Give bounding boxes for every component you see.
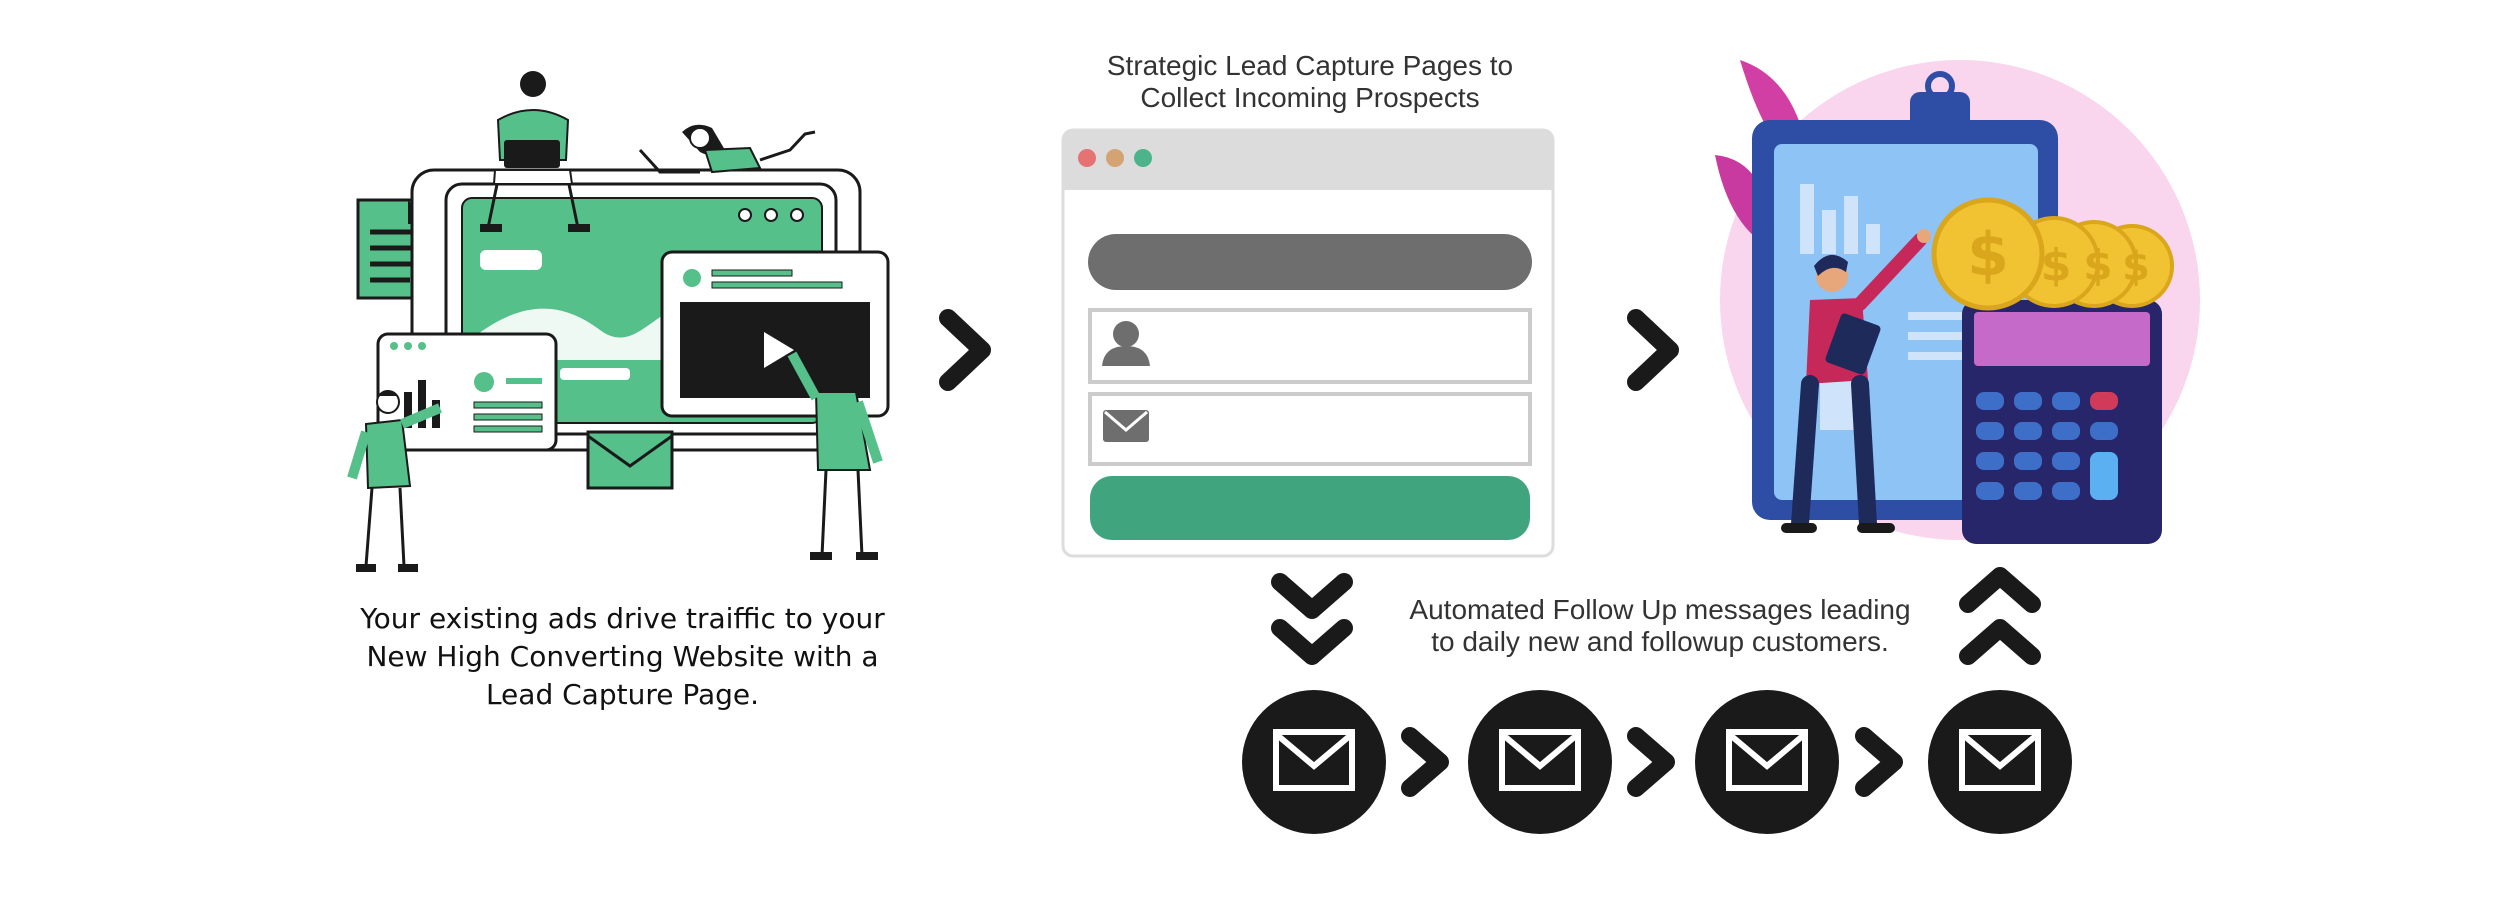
calculator-icon [1962, 300, 2162, 544]
results-illustration: $ $ $ $ [1715, 60, 2200, 544]
browser-bar [1063, 130, 1553, 190]
person-lying [638, 124, 816, 174]
email-field[interactable] [1088, 392, 1532, 466]
website-illustration [347, 71, 890, 572]
businessman [1781, 229, 1931, 533]
email-sequence [1242, 690, 2072, 834]
caption-line: New High Converting Website with a [366, 640, 879, 673]
dollar-coins-icon: $ $ $ $ [1931, 197, 2174, 311]
chevron-right-icon [1401, 727, 1449, 797]
chevron-right-icon [1627, 727, 1675, 797]
chevron-right-icon [1627, 309, 1679, 391]
svg-text:$: $ [2122, 244, 2150, 290]
lead-capture-form [1061, 128, 1555, 558]
name-field[interactable] [1088, 308, 1532, 384]
double-chevron-down-icon [1271, 573, 1353, 665]
caption-line: Lead Capture Page. [485, 678, 760, 711]
email-step-3 [1695, 690, 1839, 834]
envelope-icon [1273, 729, 1355, 791]
followup-line: Automated Follow Up messages leading [1409, 594, 1911, 625]
chevron-right-icon [1855, 727, 1903, 797]
envelope-icon [1103, 410, 1149, 442]
form-title-bar [1088, 234, 1532, 290]
email-step-1 [1242, 690, 1386, 834]
email-step-2 [1468, 690, 1612, 834]
envelope-icon [1499, 729, 1581, 791]
envelope-icon [586, 430, 674, 490]
window-dot-green [1134, 149, 1152, 167]
submit-button[interactable] [1090, 476, 1530, 540]
window-dot-red [1078, 149, 1096, 167]
website-caption: Your existing ads drive traiffic to your… [340, 600, 905, 714]
person-with-laptop [480, 71, 590, 232]
followup-line: to daily new and followup customers. [1431, 626, 1889, 657]
person-standing [787, 351, 883, 560]
svg-text:$: $ [2083, 241, 2112, 290]
double-chevron-up-icon [1959, 567, 2041, 665]
svg-text:$: $ [2041, 240, 2072, 291]
user-icon [1102, 321, 1150, 366]
heading-line: Strategic Lead Capture Pages to [1106, 50, 1514, 81]
envelope-icon [1959, 729, 2041, 791]
analytics-window [376, 332, 558, 452]
person-pointing [347, 390, 442, 572]
lead-capture-heading: Strategic Lead Capture Pages to Collect … [1070, 50, 1550, 114]
caption-line: Your existing ads drive traiffic to your [360, 602, 885, 635]
heading-line: Collect Incoming Prospects [1140, 82, 1480, 113]
window-dot-yellow [1106, 149, 1124, 167]
envelope-icon [1726, 729, 1808, 791]
email-step-4 [1928, 690, 2072, 834]
followup-caption: Automated Follow Up messages leading to … [1380, 594, 1940, 658]
chevron-right-icon [939, 309, 991, 391]
play-icon [764, 332, 794, 368]
svg-text:$: $ [1967, 220, 2009, 290]
